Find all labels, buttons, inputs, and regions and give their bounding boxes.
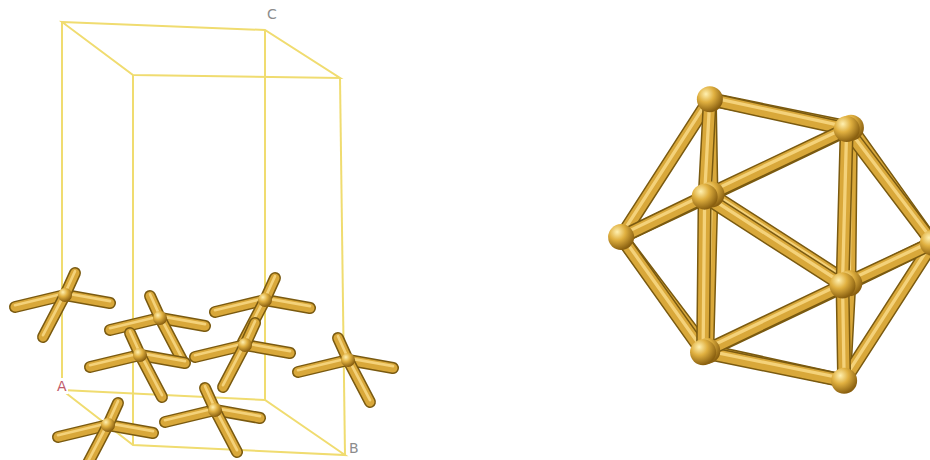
bond-outline: [705, 129, 847, 197]
bond-highlight: [621, 235, 703, 350]
axis-label: B: [348, 440, 360, 456]
boron-atom: [830, 272, 856, 298]
bond-highlight: [110, 316, 160, 328]
bond: [705, 129, 847, 197]
bond-highlight: [165, 408, 215, 420]
boron-atom: [697, 86, 723, 112]
axis-label: C: [266, 6, 278, 22]
boron-atom: [690, 339, 716, 365]
atom: [238, 338, 252, 352]
bond-highlight: [621, 194, 705, 234]
bond-outline: [110, 318, 160, 330]
bond: [165, 410, 215, 422]
bond-highlight: [703, 194, 705, 350]
axis-label: A: [56, 378, 68, 394]
atom: [341, 353, 355, 367]
bond-highlight: [705, 127, 847, 195]
bond-outline: [621, 197, 705, 237]
bond: [710, 99, 847, 129]
bond-highlight: [847, 127, 930, 241]
bond-highlight: [705, 194, 843, 283]
bond-outline: [298, 360, 348, 372]
tetrahedral-network: [15, 271, 393, 460]
atom: [208, 403, 222, 417]
bond: [298, 360, 348, 372]
boron-atom: [692, 184, 718, 210]
bond-outline: [90, 355, 140, 367]
boron-atom: [834, 116, 860, 142]
bond: [703, 352, 844, 381]
atom: [101, 418, 115, 432]
icosahedron: [608, 86, 930, 394]
bond-highlight: [710, 97, 847, 127]
bond: [703, 285, 842, 352]
bond-highlight: [621, 97, 710, 235]
bond-outline: [703, 285, 842, 352]
atom: [58, 288, 72, 302]
bond-outline: [705, 197, 843, 286]
bond-highlight: [703, 350, 844, 379]
bond: [621, 197, 705, 237]
bond-highlight: [703, 283, 842, 350]
bond-highlight: [711, 192, 849, 281]
boron-atom: [831, 368, 857, 394]
bond: [705, 197, 843, 286]
bond-outline: [165, 410, 215, 422]
atom: [153, 311, 167, 325]
atom: [258, 293, 272, 307]
bond-highlight: [298, 358, 348, 370]
bond-outline: [847, 129, 930, 243]
unit-cell: [62, 22, 345, 455]
atom: [133, 348, 147, 362]
bond: [847, 129, 930, 243]
bond-outline: [703, 352, 844, 381]
boron-atom: [920, 230, 930, 256]
bond-highlight: [90, 353, 140, 365]
bond: [90, 355, 140, 367]
bond: [110, 318, 160, 330]
bond-highlight: [843, 127, 847, 283]
boron-atom: [608, 224, 634, 250]
bond-outline: [710, 99, 847, 129]
